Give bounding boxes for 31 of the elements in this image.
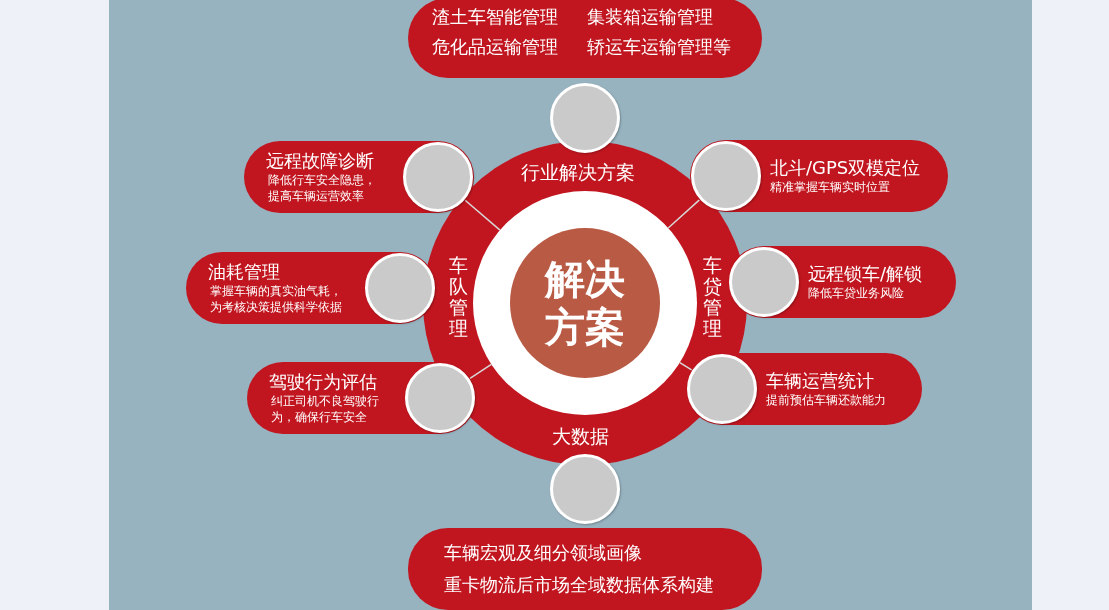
- ring-label: 行业解决方案: [521, 160, 635, 185]
- ring-label: 大数据: [551, 424, 609, 449]
- feature-title: 远程锁车/解锁: [808, 263, 924, 285]
- feature-pill: [690, 140, 948, 212]
- feature-description: 提前预估车辆还款能力: [766, 392, 887, 408]
- feature-description: 降低车贷业务风险: [808, 285, 905, 301]
- connector-line: [468, 363, 493, 380]
- pill-text: 车辆宏观及细分领域画像: [444, 542, 642, 564]
- feature-title: 油耗管理: [208, 261, 281, 283]
- feature-title: 车辆运营统计: [766, 370, 875, 392]
- connector-line: [463, 199, 501, 231]
- feature-description: 掌握车辆的真实油气耗，为考核决策提供科学依据: [209, 283, 343, 315]
- feature-pill: [186, 252, 436, 324]
- feature-description: 纠正司机不良驾驶行为，确保行车安全: [270, 393, 380, 425]
- pill-text: 渣土车智能管理: [432, 6, 558, 28]
- feature-title: 北斗/GPS双模定位: [770, 157, 922, 179]
- feature-pill: [247, 362, 476, 434]
- center-title: 解决方案: [545, 255, 625, 351]
- feature-title: 驾驶行为评估: [269, 371, 378, 393]
- feature-pill: [686, 353, 922, 425]
- feature-description: 降低行车安全隐患，提高车辆运营效率: [267, 172, 377, 204]
- feature-pill: [244, 141, 474, 213]
- pill-text: 重卡物流后市场全域数据体系构建: [444, 574, 714, 596]
- pill-text: 危化品运输管理: [432, 36, 558, 58]
- connector-line: [667, 198, 701, 229]
- feature-title: 远程故障诊断: [266, 150, 375, 172]
- ring-label: 车贷管理: [702, 255, 722, 339]
- feature-description: 精准掌握车辆实时位置: [770, 179, 891, 195]
- ring-label: 车队管理: [448, 255, 468, 339]
- pill-text: 集装箱运输管理: [587, 6, 713, 28]
- pill-text: 轿运车运输管理等: [587, 36, 731, 58]
